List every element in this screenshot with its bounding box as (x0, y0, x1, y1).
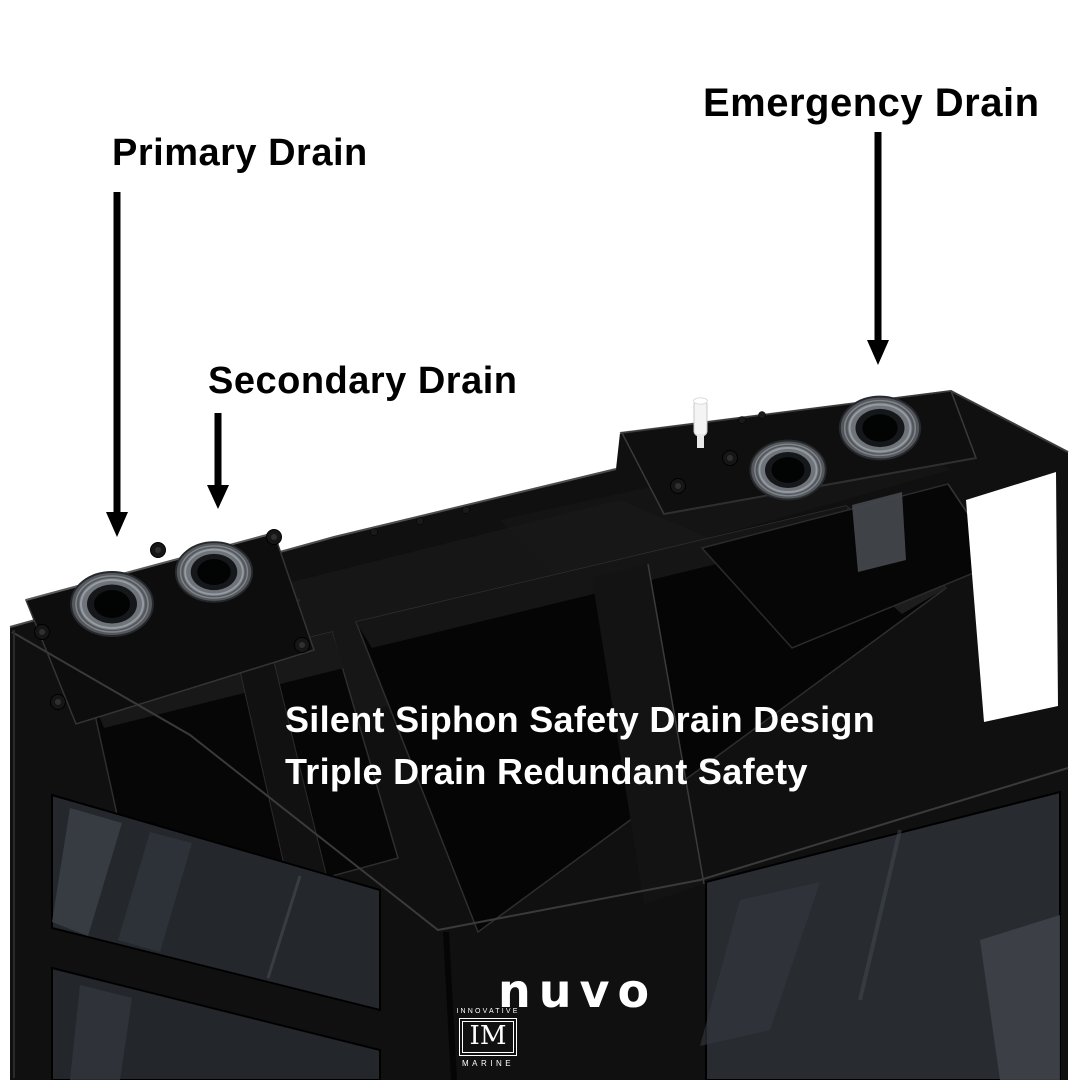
badge-text-marine: MARINE (461, 1059, 515, 1069)
label-emergency-drain: Emergency Drain (703, 81, 1040, 125)
emergency-drain-pipe (852, 492, 906, 572)
label-secondary-drain: Secondary Drain (208, 360, 518, 402)
corner-seam (443, 931, 457, 1080)
arrow-primary-drain (106, 192, 128, 537)
badge-monogram: IM (461, 1021, 515, 1054)
baffle-wall (592, 564, 704, 904)
innovative-marine-badge: INNOVATIVE IM MARINE (452, 1008, 524, 1068)
emergency-drain-plate (620, 390, 978, 515)
tank-front-faces (11, 630, 1069, 1080)
overlay-caption-line2: Triple Drain Redundant Safety (285, 751, 808, 792)
front-window (700, 790, 1061, 1080)
overlay-caption: Silent Siphon Safety Drain Design Triple… (285, 694, 875, 798)
left-side-window-upper (51, 793, 381, 1012)
label-primary-drain: Primary Drain (112, 132, 368, 174)
annotation-arrows (106, 132, 889, 537)
background-gap (966, 472, 1058, 722)
arrow-secondary-drain (207, 413, 229, 509)
emergency-drain-fitting-rear (838, 395, 922, 461)
left-side-window-lower (51, 966, 381, 1080)
secondary-drain-fitting (174, 541, 254, 603)
primary-drain-fitting (70, 571, 154, 637)
left-drain-plate (24, 529, 315, 725)
arrow-emergency-drain (867, 132, 889, 365)
white-nylon-fitting (693, 397, 708, 448)
overlay-caption-line1: Silent Siphon Safety Drain Design (285, 699, 875, 740)
badge-monogram-box: IM (458, 1018, 518, 1057)
emergency-drain-fitting-front (749, 439, 827, 501)
badge-text-innovative: INNOVATIVE (456, 1008, 520, 1015)
nuvo-logo: nuvo (498, 964, 658, 1018)
